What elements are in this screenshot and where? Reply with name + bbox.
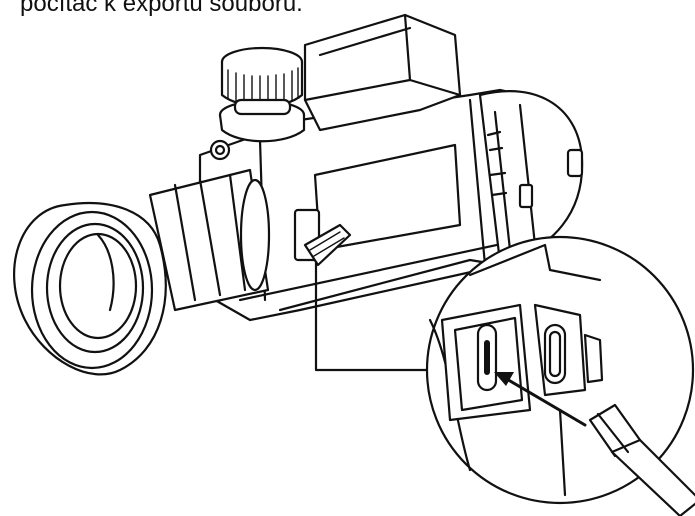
usb-c-port-icon <box>476 323 498 392</box>
magnified-detail <box>425 235 695 516</box>
usb-c-cable-icon <box>588 403 695 516</box>
caption-text: počítač k exportu souborů. <box>20 0 303 17</box>
scope-usb-door <box>293 208 352 267</box>
eyepiece <box>13 168 271 376</box>
top-housing <box>303 13 462 132</box>
callout-leader-line <box>314 260 432 372</box>
focus-knob <box>209 46 306 161</box>
insertion-arrow-icon <box>494 372 587 427</box>
